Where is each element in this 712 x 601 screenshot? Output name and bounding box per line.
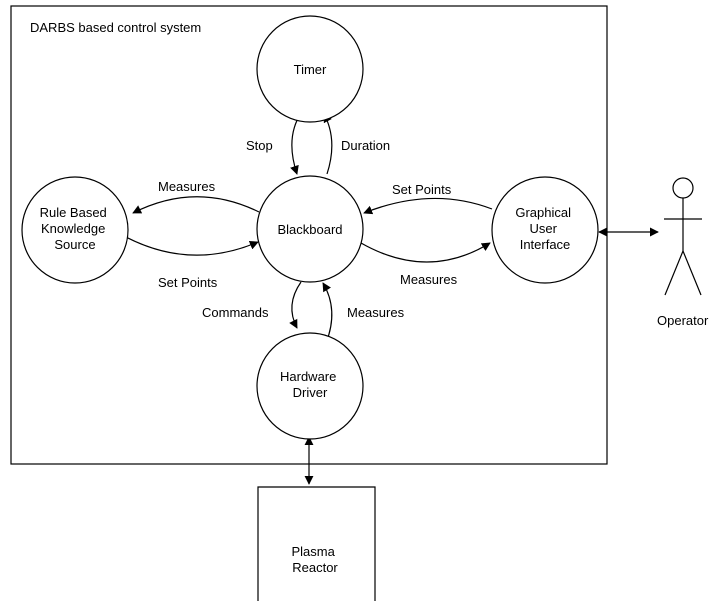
operator-actor-icon bbox=[664, 177, 702, 296]
node-blackboard: Blackboard bbox=[256, 175, 364, 283]
arrow-rb-setpoints bbox=[123, 235, 259, 256]
svg-text:Hardware Driver: Hardware Driver bbox=[280, 369, 340, 400]
node-timer: Timer bbox=[256, 15, 364, 123]
blackboard-label: Blackboard bbox=[277, 222, 342, 237]
gui-label-line3: Interface bbox=[520, 237, 571, 252]
arrow-gui-measures bbox=[360, 242, 491, 263]
system-title: DARBS based control system bbox=[30, 20, 201, 35]
edge-label-duration: Duration bbox=[341, 138, 390, 153]
rule-based-label-line1: Rule Based bbox=[40, 205, 107, 220]
node-rule-based-knowledge-source: Rule Based Knowledge Source bbox=[21, 176, 129, 284]
svg-text:Graphical User Int: Graphical User Interface bbox=[515, 205, 574, 252]
edge-label-gui-setpoints: Set Points bbox=[392, 182, 452, 197]
gui-label-line1: Graphical bbox=[515, 205, 571, 220]
arrow-gui-setpoints bbox=[363, 197, 493, 215]
arrow-stop bbox=[290, 112, 302, 175]
node-hardware-driver: Hardware Driver bbox=[256, 332, 364, 440]
reactor-label-line2: Reactor bbox=[292, 560, 338, 575]
arrow-commands bbox=[289, 281, 302, 329]
edge-label-stop: Stop bbox=[246, 138, 273, 153]
operator-label: Operator bbox=[657, 313, 709, 328]
svg-text:Timer: Timer bbox=[294, 62, 327, 77]
node-plasma-reactor: Plasma Reactor bbox=[257, 486, 376, 601]
arrow-hw-measures bbox=[322, 282, 333, 344]
svg-text:Blackboard: Blackboard bbox=[277, 222, 342, 237]
arrow-rb-measures bbox=[132, 196, 260, 214]
edge-label-rb-setpoints: Set Points bbox=[158, 275, 218, 290]
edge-label-gui-measures: Measures bbox=[400, 272, 458, 287]
edge-label-hw-measures: Measures bbox=[347, 305, 405, 320]
hardware-label-line1: Hardware bbox=[280, 369, 336, 384]
svg-text:Plasma Reactor: Plasma Reactor bbox=[292, 544, 339, 575]
timer-label: Timer bbox=[294, 62, 327, 77]
rule-based-label-line3: Source bbox=[54, 237, 95, 252]
svg-text:Rule Based Knowledge: Rule Based Knowledge Source bbox=[40, 205, 111, 252]
edge-label-commands: Commands bbox=[202, 305, 269, 320]
node-graphical-user-interface: Graphical User Interface bbox=[491, 176, 599, 284]
reactor-label-line1: Plasma bbox=[292, 544, 336, 559]
gui-label-line2: User bbox=[529, 221, 557, 236]
edge-label-rb-measures: Measures bbox=[158, 179, 216, 194]
rule-based-label-line2: Knowledge bbox=[41, 221, 105, 236]
hardware-label-line2: Driver bbox=[293, 385, 328, 400]
arrow-duration bbox=[323, 113, 333, 175]
